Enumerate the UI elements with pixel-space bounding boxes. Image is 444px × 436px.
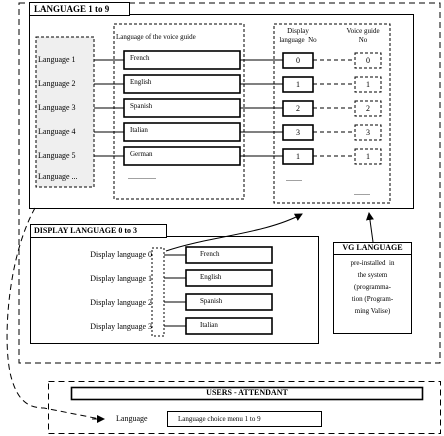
language-row-lines — [94, 50, 382, 166]
voice-no-1: 0 — [366, 56, 370, 65]
voice-guide-name-2: English — [130, 78, 152, 86]
display-row-lines — [164, 246, 273, 335]
vg-language-text: pre-installed in the system (programma- … — [350, 259, 395, 315]
voice-guide-name-5: German — [130, 150, 153, 158]
display-language-name-3: Italian — [200, 321, 218, 329]
voice-guide-heading: Language of the voice guide — [116, 33, 196, 41]
voice-guide-name-1: French — [130, 54, 150, 62]
users-panel-frame — [48, 381, 441, 434]
display-no-1: 0 — [296, 56, 300, 65]
display-panel-frame — [30, 236, 319, 344]
language-choice-menu-label: Language choice menu 1 to 9 — [178, 415, 261, 423]
display-no-heading: Display language No — [279, 27, 317, 44]
display-language-label-1: Display language 1 — [90, 274, 152, 283]
display-language-label-0: Display language 0 — [90, 250, 152, 259]
language-label-more: Language ... — [38, 172, 78, 181]
language-choice-menu-box — [167, 411, 322, 427]
display-panel-title: DISPLAY LANGUAGE 0 to 3 — [34, 226, 137, 235]
users-panel-title-box — [70, 386, 424, 401]
arrow-vg-to-language — [365, 212, 374, 243]
arrow-language-to-users-curve — [6, 207, 101, 420]
voice-no-3: 2 — [366, 104, 370, 113]
display-index-column — [151, 247, 165, 337]
display-language-name-1: English — [200, 273, 222, 281]
users-panel-title: USERS - ATTENDANT — [206, 388, 288, 397]
arrow-display-to-language — [165, 213, 303, 252]
vg-language-title: VG LANGUAGE — [342, 243, 403, 252]
display-language-label-2: Display language 2 — [90, 298, 152, 307]
display-no-2: 1 — [296, 80, 300, 89]
language-label-5: Language 5 — [38, 151, 76, 160]
display-language-name-0: French — [200, 250, 220, 258]
voice-guide-name-3: Spanish — [130, 102, 153, 110]
voice-no-4: 3 — [366, 128, 370, 137]
language-label-column — [35, 36, 95, 188]
voice-guide-ellipsis: .............. — [128, 172, 156, 181]
display-panel-title-box — [30, 224, 167, 238]
language-label-4: Language 4 — [38, 127, 76, 136]
voice-no-2: 1 — [366, 80, 370, 89]
voice-guide-column — [113, 23, 245, 200]
vg-language-title-box — [333, 242, 412, 255]
language-panel-frame — [29, 14, 414, 209]
display-no-ellipsis: ........ — [286, 174, 302, 183]
language-panel-title-box — [29, 2, 130, 16]
users-language-label: Language — [116, 414, 148, 423]
voice-no-ellipsis: ........ — [354, 188, 370, 197]
display-no-4: 3 — [296, 128, 300, 137]
display-no-5: 1 — [296, 152, 300, 161]
voice-no-heading: Voice guide No — [346, 27, 380, 44]
outer-dashed-frame — [18, 2, 441, 364]
language-panel-title: LANGUAGE 1 to 9 — [34, 4, 110, 14]
language-label-1: Language 1 — [38, 55, 76, 64]
display-language-name-2: Spanish — [200, 297, 223, 305]
voice-no-5: 1 — [366, 152, 370, 161]
language-label-3: Language 3 — [38, 103, 76, 112]
display-no-3: 2 — [296, 104, 300, 113]
numbers-column — [273, 23, 391, 204]
display-language-label-3: Display language 3 — [90, 322, 152, 331]
voice-guide-name-4: Italian — [130, 126, 148, 134]
language-label-2: Language 2 — [38, 79, 76, 88]
